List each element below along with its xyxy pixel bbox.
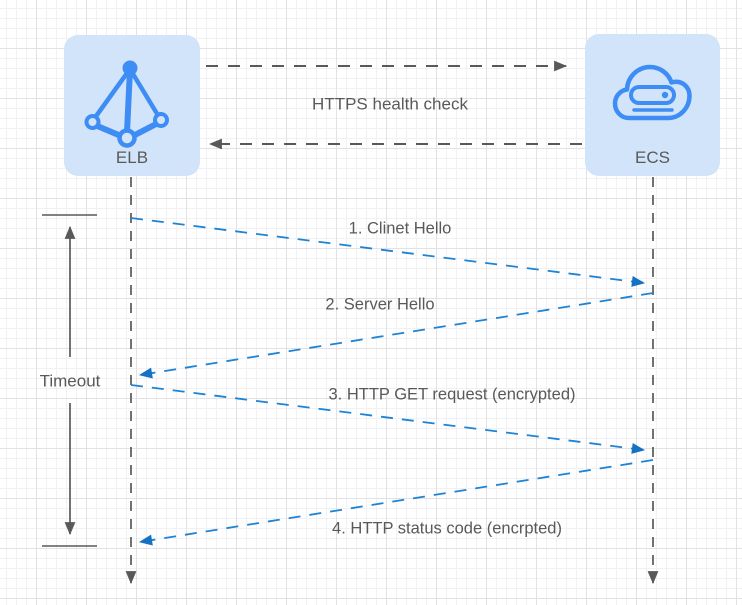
message-label-client-hello: 1. Clinet Hello (348, 219, 452, 238)
timeout-label: Timeout (39, 371, 101, 391)
health-check-label: HTTPS health check (312, 94, 468, 114)
elb-node-label: ELB (115, 148, 149, 167)
elb-node: ELB (64, 35, 200, 176)
ecs-node: ECS (585, 34, 720, 176)
message-line-server-hello (138, 292, 654, 379)
message-label-http-get: 3. HTTP GET request (encrypted) (328, 385, 576, 404)
message-line-http-status (138, 459, 654, 546)
message-line-http-get (130, 384, 646, 454)
elb-load-balancer-icon (84, 60, 169, 148)
message-label-http-status: 4. HTTP status code (encrpted) (332, 519, 562, 538)
message-line-client-hello (130, 217, 646, 287)
message-label-server-hello: 2. Server Hello (325, 295, 435, 314)
ecs-node-label: ECS (635, 148, 670, 167)
ecs-cloud-server-icon (612, 64, 692, 121)
